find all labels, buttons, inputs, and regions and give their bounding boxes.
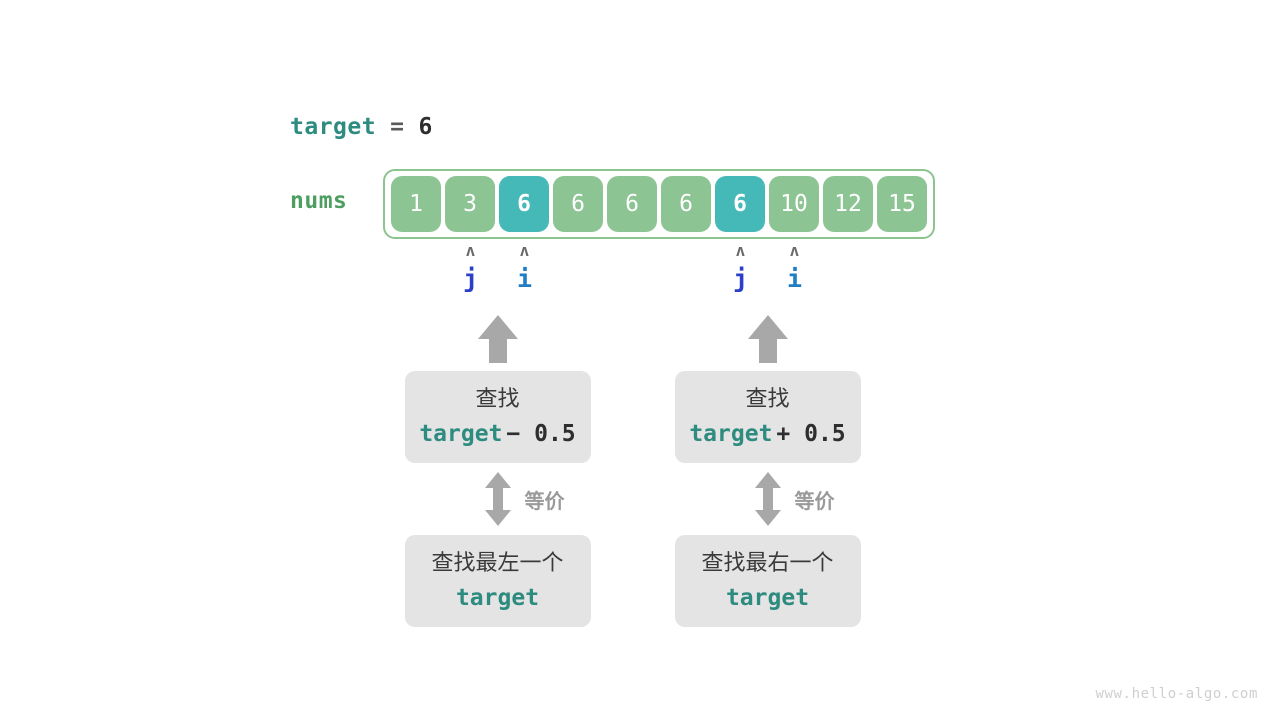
equals-operator: = (390, 114, 405, 140)
expression-target: target (689, 421, 773, 447)
caret-icon: ʌ (519, 241, 530, 260)
array-cell: 6 (499, 176, 549, 232)
caret-icon: ʌ (465, 241, 476, 260)
box-expression: target+ 0.5 (689, 421, 845, 447)
search-goal-box: 查找最左一个 target (404, 535, 591, 627)
double-arrow-icon (753, 471, 783, 527)
pointer-label: j (462, 264, 479, 293)
array-cell: 15 (877, 176, 927, 232)
equivalence-indicator: 等价 (753, 471, 835, 527)
caret-icon: ʌ (735, 241, 746, 260)
array-cell: 6 (661, 176, 711, 232)
box-expression: target (456, 585, 539, 611)
pointer-label: i (516, 264, 533, 293)
array-cell: 12 (823, 176, 873, 232)
array-cell: 6 (715, 176, 765, 232)
box-heading: 查找 (745, 387, 790, 412)
array-cell: 6 (553, 176, 603, 232)
box-expression: target (726, 585, 809, 611)
target-declaration: target = 6 (290, 110, 433, 144)
equivalence-label: 等价 (524, 488, 565, 513)
array-cell: 1 (391, 176, 441, 232)
target-value: 6 (418, 114, 433, 140)
up-arrow-icon (476, 313, 520, 365)
box-heading: 查找最右一个 (701, 551, 834, 576)
nums-label: nums (290, 188, 348, 214)
box-expression: target− 0.5 (419, 421, 575, 447)
expression-target: target (455, 585, 540, 611)
pointer-label: j (732, 264, 749, 293)
pointer-label: i (786, 264, 803, 293)
expression-target: target (419, 421, 503, 447)
box-heading: 查找最左一个 (431, 551, 564, 576)
caret-icon: ʌ (789, 241, 800, 260)
search-goal-box: 查找最右一个 target (674, 535, 861, 627)
watermark: www.hello-algo.com (1095, 686, 1258, 702)
array-cell: 3 (445, 176, 495, 232)
up-arrow-icon (746, 313, 790, 365)
box-heading: 查找 (475, 387, 520, 412)
array-cell: 6 (607, 176, 657, 232)
search-offset-box: 查找 target− 0.5 (404, 371, 591, 463)
expression-offset: + 0.5 (776, 421, 846, 447)
equivalence-indicator: 等价 (483, 471, 565, 527)
equivalence-label: 等价 (794, 488, 835, 513)
search-offset-box: 查找 target+ 0.5 (674, 371, 861, 463)
expression-target: target (725, 585, 810, 611)
expression-offset: − 0.5 (506, 421, 576, 447)
target-keyword: target (290, 114, 377, 140)
array-cell: 10 (769, 176, 819, 232)
double-arrow-icon (483, 471, 513, 527)
